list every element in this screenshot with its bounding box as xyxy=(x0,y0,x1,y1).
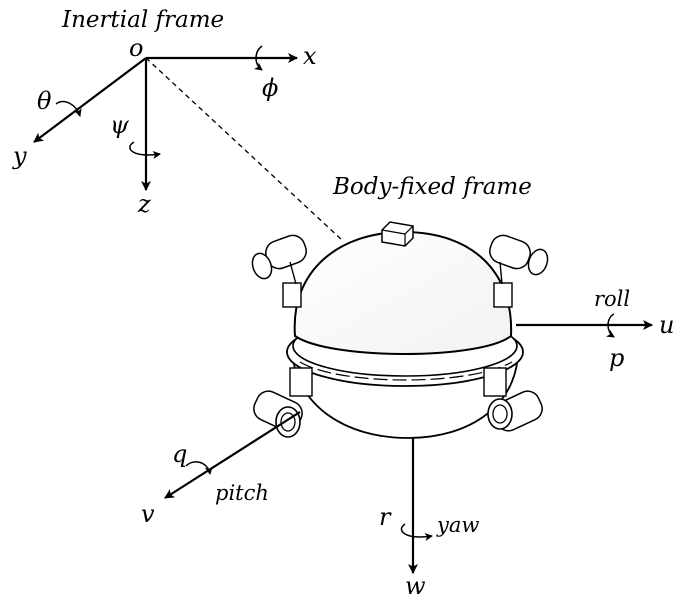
inertial-frame-title: Inertial frame xyxy=(61,7,224,33)
q-label: q xyxy=(172,440,187,468)
pitch-label: pitch xyxy=(215,481,269,505)
yaw-label: yaw xyxy=(436,513,479,537)
phi-rotation-arrow xyxy=(254,45,263,71)
theta-rotation-arrow xyxy=(55,100,82,117)
body-frame-title: Body-fixed frame xyxy=(332,174,532,200)
origin-label: o xyxy=(129,34,143,62)
vehicle-drawing xyxy=(251,221,549,439)
inertial-x-label: x xyxy=(303,42,317,70)
theta-label: θ xyxy=(37,87,52,115)
thruster-lower-left xyxy=(253,367,313,438)
psi-label: ψ xyxy=(110,111,130,139)
inertial-z-label: z xyxy=(137,190,151,218)
body-v-label: v xyxy=(141,500,155,528)
p-label: p xyxy=(609,344,624,372)
r-label: r xyxy=(379,503,392,531)
body-w-label: w xyxy=(405,572,426,600)
inertial-y-axis xyxy=(33,57,147,143)
top-sensor xyxy=(381,221,414,247)
thruster-lower-right xyxy=(483,367,543,432)
body-v-axis xyxy=(164,411,301,499)
upper-dome xyxy=(293,230,513,355)
thruster-upper-right xyxy=(489,234,549,308)
body-u-label: u xyxy=(659,311,674,339)
phi-label: ϕ xyxy=(262,74,278,102)
thruster-upper-left xyxy=(251,234,307,308)
pitch-rotation-arrow xyxy=(185,461,213,475)
yaw-rotation-arrow xyxy=(400,523,433,541)
origin-to-body-dashed-line xyxy=(145,57,343,241)
inertial-y-label: y xyxy=(12,142,27,170)
psi-rotation-arrow xyxy=(129,141,161,159)
roll-label: roll xyxy=(594,287,630,311)
roll-rotation-arrow xyxy=(605,313,615,338)
